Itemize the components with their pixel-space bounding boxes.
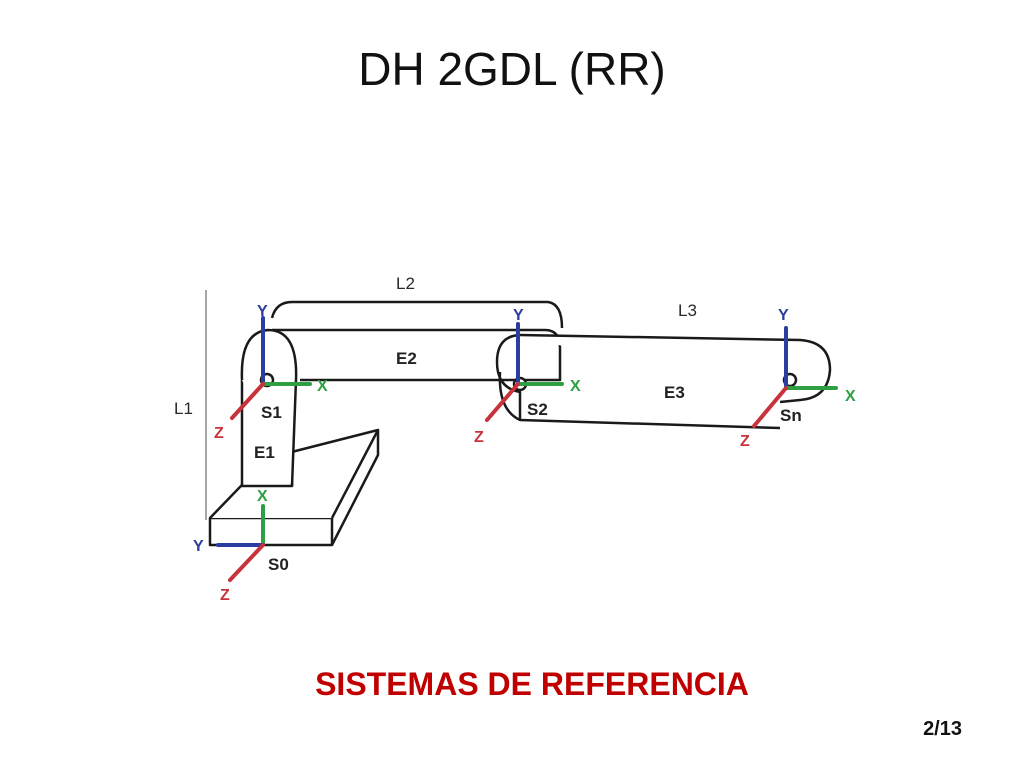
page-number: 2/13 <box>923 718 962 740</box>
s1-y-label: Y <box>257 303 268 320</box>
sn-z-label: Z <box>740 433 750 450</box>
frame-s1-axes <box>230 316 312 420</box>
label-e1: E1 <box>254 443 275 462</box>
s2-x-label: X <box>570 378 581 395</box>
label-l1: L1 <box>174 399 193 418</box>
base-block <box>208 428 380 547</box>
label-s2: S2 <box>527 400 548 419</box>
frame-s0-axes <box>216 504 265 582</box>
frame-s2-axes <box>485 322 564 422</box>
slide-title: DH 2GDL (RR) <box>358 43 666 95</box>
label-s0: S0 <box>268 555 289 574</box>
s2-y-label: Y <box>513 307 524 324</box>
section-subtitle: SISTEMAS DE REFERENCIA <box>315 666 749 702</box>
s1-z-label: Z <box>214 425 224 442</box>
label-l2: L2 <box>396 274 415 293</box>
s0-y-label: Y <box>193 538 204 555</box>
s1-x-label: X <box>317 378 328 395</box>
frame-sn-axes <box>752 326 838 428</box>
label-e2: E2 <box>396 349 417 368</box>
label-e3: E3 <box>664 383 685 402</box>
label-sn: Sn <box>780 406 802 425</box>
label-l3: L3 <box>678 301 697 320</box>
sn-x-label: X <box>845 388 856 405</box>
s0-x-label: X <box>257 488 268 505</box>
s0-z-label: Z <box>220 587 230 604</box>
element-e1 <box>240 328 298 488</box>
s2-z-label: Z <box>474 429 484 446</box>
sn-y-label: Y <box>778 307 789 324</box>
label-s1: S1 <box>261 403 282 422</box>
